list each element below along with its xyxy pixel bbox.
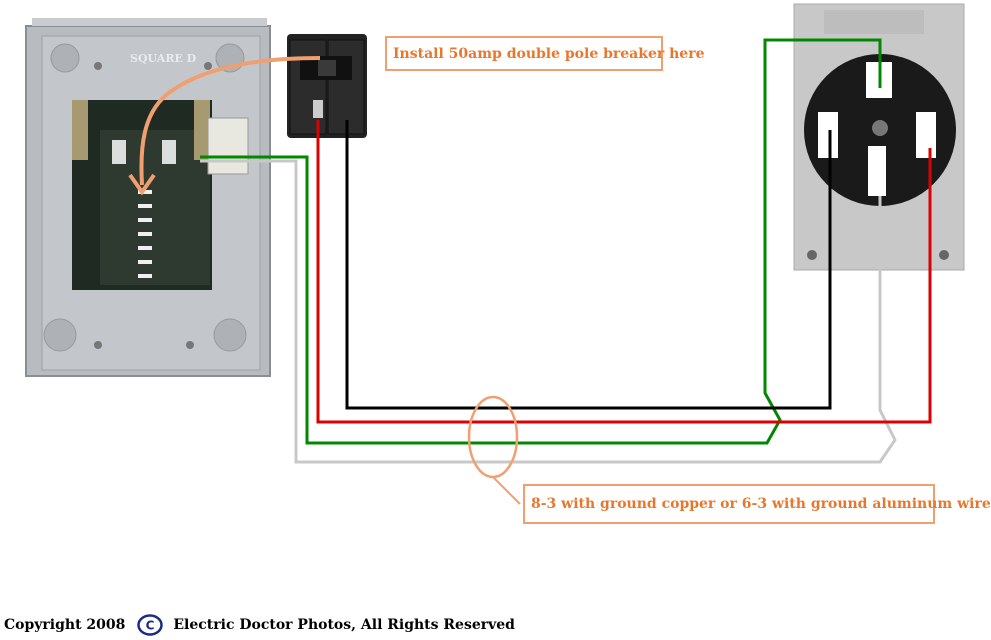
double-pole-breaker-icon — [287, 34, 367, 138]
wire-callout: 8-3 with ground copper or 6-3 with groun… — [523, 484, 991, 524]
install-arrow — [128, 56, 321, 196]
breaker-callout: Install 50amp double pole breaker here — [385, 36, 704, 71]
svg-text:C: C — [146, 619, 155, 633]
ground-wire-green — [200, 38, 882, 445]
copyright-year: Copyright 2008 — [4, 617, 126, 633]
callout-connector — [492, 476, 521, 505]
breaker-panel-icon: SQUARE D — [25, 18, 271, 377]
copyright-owner: Electric Doctor Photos, All Rights Reser… — [173, 617, 515, 633]
neutral-wire-white — [200, 159, 897, 464]
hot-wire-red — [316, 120, 932, 424]
breaker-callout-text: Install 50amp double pole breaker here — [393, 45, 705, 62]
svg-text:SQUARE D: SQUARE D — [130, 52, 197, 65]
wire-callout-text: 8-3 with ground copper or 6-3 with groun… — [531, 496, 991, 512]
copyright-footer: Copyright 2008 C Electric Doctor Photos,… — [4, 612, 515, 638]
copyright-icon: C — [137, 614, 164, 636]
hot-wire-black — [345, 120, 832, 410]
